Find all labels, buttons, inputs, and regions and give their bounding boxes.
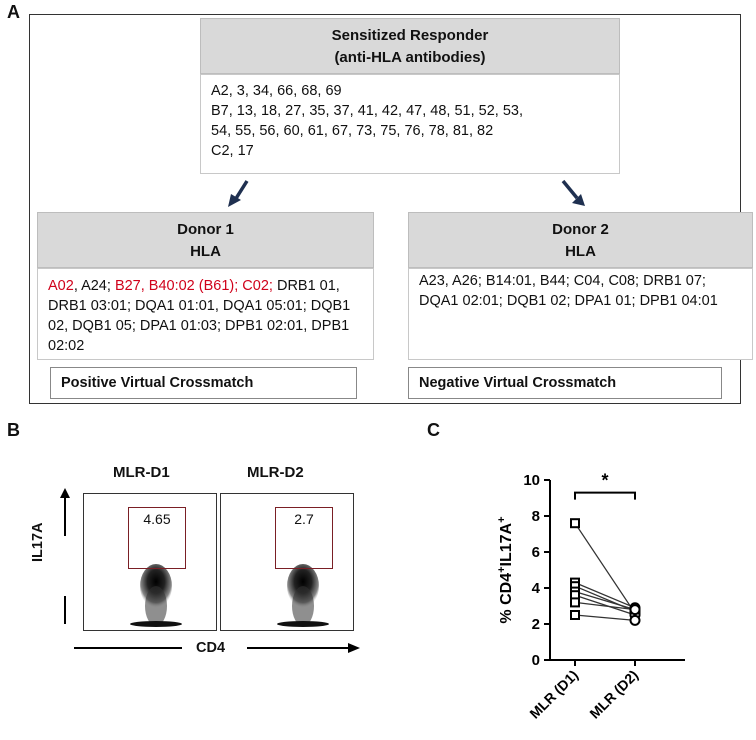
- donor2-hla-list: A23, A26; B14:01, B44; C04, C08; DRB1 07…: [408, 268, 753, 360]
- donor2-title: Donor 2: [552, 221, 609, 238]
- donor1-hla-list: A02, A24; B27, B40:02 (B61); C02; DRB1 0…: [37, 268, 374, 360]
- donor1-header: Donor 1 HLA: [37, 212, 374, 268]
- flow-plot-d2: 2.7: [220, 493, 354, 631]
- panel-label-c: C: [427, 420, 440, 440]
- panel-a-frame: [29, 14, 741, 404]
- y-tick-label: 0: [532, 652, 540, 669]
- y-tick-label: 8: [532, 508, 540, 525]
- responder-antibodies: A2, 3, 34, 66, 68, 69 B7, 13, 18, 27, 35…: [200, 74, 620, 174]
- donor2-text: A23, A26; B14:01, B44; C04, C08; DRB1 07…: [419, 273, 718, 309]
- flow-plot-d1: 4.65: [83, 493, 217, 631]
- flow-y-arrow: [60, 488, 70, 624]
- flow-density-d1: [130, 564, 182, 627]
- responder-line-a: A2, 3, 34, 66, 68, 69: [211, 83, 342, 99]
- donor2-crossmatch-result: Negative Virtual Crossmatch: [408, 367, 722, 399]
- y-tick-label: 2: [532, 616, 540, 633]
- pair-line: [574, 614, 636, 622]
- pair-line: [574, 594, 636, 616]
- responder-header: Sensitized Responder (anti-HLA antibodie…: [200, 18, 620, 74]
- donor2-subtitle: HLA: [565, 243, 596, 260]
- y-tick-label: 4: [532, 580, 541, 597]
- pair-line: [574, 582, 636, 609]
- point-d1: [570, 610, 580, 620]
- pair-line: [574, 601, 636, 611]
- gate-d1-value: 4.65: [143, 511, 171, 527]
- arrow-to-donor2-icon: [561, 179, 585, 206]
- gate-d2-value: 2.7: [294, 511, 314, 527]
- significance-marker: *: [601, 471, 608, 491]
- donor1-text-a: , A24;: [73, 278, 115, 294]
- x-tick-label: MLR (D2): [586, 667, 641, 722]
- point-d1: [570, 518, 580, 529]
- panel-label-a: A: [7, 2, 20, 22]
- gate-d1: 4.65: [128, 507, 186, 569]
- flow-y-label: IL17A: [30, 522, 46, 563]
- x-tick-label: MLR (D1): [526, 667, 581, 722]
- donor1-text-rest: DRB1 01, DRB1 03:01; DQA1 01:01, DQA1 05…: [48, 278, 351, 354]
- responder-line-b2: 54, 55, 56, 60, 61, 67, 73, 75, 76, 78, …: [211, 123, 494, 139]
- point-d2: [629, 614, 641, 626]
- flow-density-d2: [277, 564, 329, 627]
- pair-line: [574, 590, 636, 611]
- y-tick-label: 6: [532, 544, 540, 561]
- arrow-to-donor1-icon: [228, 180, 249, 207]
- donor1-title: Donor 1: [177, 221, 234, 238]
- responder-subtitle: (anti-HLA antibodies): [334, 49, 486, 66]
- flow-col1-title: MLR-D1: [113, 464, 170, 481]
- donor1-crossmatch-result: Positive Virtual Crossmatch: [50, 367, 357, 399]
- responder-title: Sensitized Responder: [331, 27, 489, 44]
- donor1-subtitle: HLA: [190, 243, 221, 260]
- y-axis-label: % CD4+IL17A+: [496, 516, 515, 623]
- flow-x-label: CD4: [196, 640, 226, 656]
- donor1-mismatch-a: A02: [48, 278, 74, 294]
- flow-col2-title: MLR-D2: [247, 464, 304, 481]
- flow-x-arrow: [74, 643, 360, 653]
- y-tick-label: 10: [523, 472, 540, 489]
- responder-line-b1: B7, 13, 18, 27, 35, 37, 41, 42, 47, 48, …: [211, 103, 523, 119]
- responder-line-c: C2, 17: [211, 143, 254, 159]
- pair-line: [574, 522, 636, 614]
- significance-bracket: [574, 491, 636, 500]
- donor1-mismatch-bc: B27, B40:02 (B61); C02;: [114, 278, 273, 294]
- point-d2: [629, 604, 641, 616]
- donor2-header: Donor 2 HLA: [408, 212, 753, 268]
- point-d1: [570, 597, 580, 608]
- panel-label-b: B: [7, 420, 20, 440]
- gate-d2: 2.7: [275, 507, 333, 569]
